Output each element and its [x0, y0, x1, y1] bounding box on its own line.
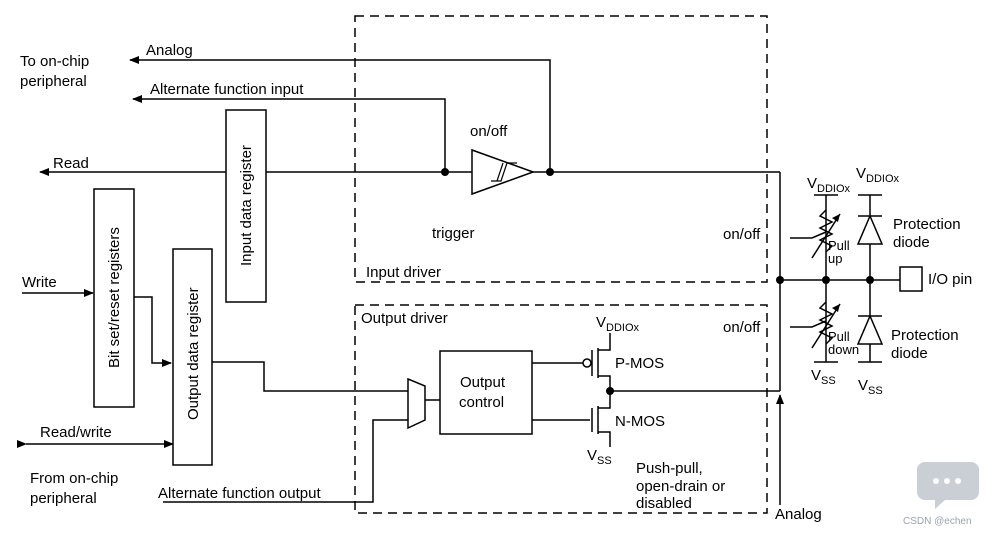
nmos-label: N-MOS — [615, 413, 665, 430]
pullup-label-2: up — [828, 251, 842, 266]
read-write-label: Read/write — [40, 424, 112, 441]
pulldown-vss-label: VSS — [811, 367, 836, 387]
protection-diode-top-label-1: Protection — [893, 216, 961, 233]
output-driver-label: Output driver — [361, 310, 448, 327]
bit-set-reset-box — [93, 188, 135, 408]
pullup-switch — [790, 231, 827, 239]
to-onchip-label-2: peripheral — [20, 73, 87, 90]
push-pull-label-2: open-drain or — [636, 478, 725, 495]
pullup-label-1: Pull — [828, 238, 850, 253]
from-onchip-label-1: From on-chip — [30, 470, 118, 487]
alt-func-input-line — [132, 95, 446, 172]
analog-top-label: Analog — [146, 42, 193, 59]
hysteresis-icon — [491, 162, 517, 182]
diode-vss-label: VSS — [858, 377, 883, 397]
junction-diode — [866, 276, 874, 284]
bsr-to-odr-line — [134, 296, 172, 367]
pulldown-label-2: down — [828, 342, 859, 357]
pullup-arrowhead — [832, 214, 840, 222]
io-pin-label: I/O pin — [928, 271, 972, 288]
pulldown-switch — [790, 320, 827, 328]
protection-diode-bottom-label-2: diode — [891, 345, 928, 362]
analog-top-line — [129, 56, 551, 172]
trigger-label: trigger — [432, 225, 475, 242]
junction-pull — [822, 276, 830, 284]
alt-func-input-label: Alternate function input — [150, 81, 304, 98]
junction-read-analog — [546, 168, 554, 176]
pmos-vdd-label: VDDIOx — [596, 314, 640, 334]
watermark-text: CSDN @echen — [903, 516, 972, 527]
read-label: Read — [53, 155, 89, 172]
output-data-register-label: Output data register — [185, 287, 202, 420]
output-driver-box — [354, 304, 768, 514]
output-control-label-1: Output — [460, 374, 506, 391]
diode-vdd-label: VDDIOx — [856, 165, 900, 185]
push-pull-label-1: Push-pull, — [636, 460, 703, 477]
pullup-resistor — [818, 209, 834, 253]
chat-bubble-icon — [917, 462, 979, 509]
write-label: Write — [22, 274, 57, 291]
from-onchip-label-2: peripheral — [30, 490, 97, 507]
output-data-register-box — [172, 248, 213, 466]
input-driver-box — [354, 15, 768, 283]
alt-func-output-label: Alternate function output — [158, 485, 321, 502]
junction-read-alt — [441, 168, 449, 176]
trigger-onoff-label: on/off — [470, 123, 508, 140]
schmitt-trigger-icon — [471, 148, 536, 196]
pulldown-arrowhead — [832, 304, 840, 312]
output-control-label-2: control — [459, 394, 504, 411]
mux-icon — [407, 377, 426, 430]
bit-set-reset-label: Bit set/reset registers — [106, 227, 123, 368]
analog-bottom-label: Analog — [775, 506, 822, 523]
pulldown-resistor — [818, 301, 834, 345]
nmos-vss-label: VSS — [587, 447, 612, 467]
pullup-vdd-label: VDDIOx — [807, 175, 851, 195]
pmos-label: P-MOS — [615, 355, 664, 372]
input-driver-label: Input driver — [366, 264, 441, 281]
junction-bus — [776, 276, 784, 284]
pullup-arrow — [811, 213, 841, 259]
input-data-register-label: Input data register — [238, 145, 255, 266]
io-pin-box — [899, 266, 923, 292]
protection-diode-bottom-icon — [856, 314, 884, 345]
pmos-leads — [598, 333, 611, 391]
nmos-leads — [598, 391, 611, 447]
output-control-box — [439, 350, 533, 435]
junction-drain — [606, 387, 614, 395]
protection-diode-bottom-label-1: Protection — [891, 327, 959, 344]
pmos-bubble-icon — [582, 358, 592, 368]
protection-diode-top-icon — [856, 214, 884, 245]
pulldown-arrow — [811, 303, 841, 349]
pulldown-onoff-label: on/off — [723, 319, 761, 336]
push-pull-label-3: disabled — [636, 495, 692, 512]
alt-func-output-line — [163, 419, 408, 503]
pullup-onoff-label: on/off — [723, 226, 761, 243]
input-data-register-box — [225, 109, 267, 303]
odr-to-mux-line — [212, 361, 408, 392]
to-onchip-label-1: To on-chip — [20, 53, 89, 70]
pulldown-label-1: Pull — [828, 329, 850, 344]
protection-diode-top-label-2: diode — [893, 234, 930, 251]
